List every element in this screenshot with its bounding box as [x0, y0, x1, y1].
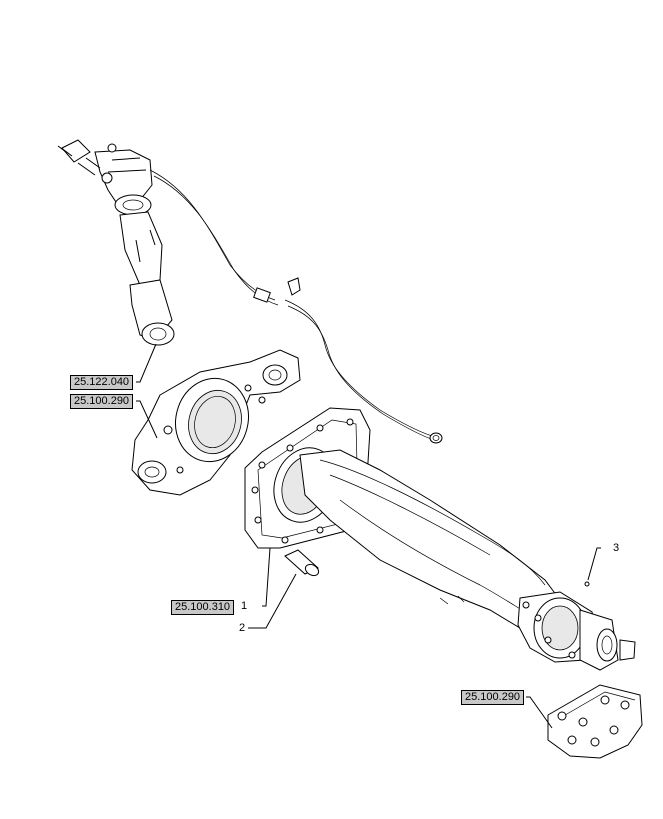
mounting-bracket	[547, 684, 643, 759]
wheel-hub	[517, 581, 636, 671]
reference-25-100-310[interactable]: 25.100.310	[171, 600, 235, 615]
axle-beam	[299, 449, 561, 629]
steering-cylinder	[57, 139, 175, 346]
hydraulic-hose	[149, 169, 443, 444]
callout-item-1: 1	[241, 600, 248, 612]
callout-item-3: 3	[613, 542, 620, 554]
callout-item-2: 2	[239, 622, 246, 634]
swivel-housing	[131, 349, 301, 496]
reference-25-100-290-right[interactable]: 25.100.290	[461, 690, 525, 705]
bolt-item-2	[284, 549, 320, 577]
leader-lines	[136, 343, 601, 729]
reference-25-100-290-left[interactable]: 25.100.290	[70, 394, 134, 409]
reference-25-122-040[interactable]: 25.122.040	[70, 375, 134, 390]
